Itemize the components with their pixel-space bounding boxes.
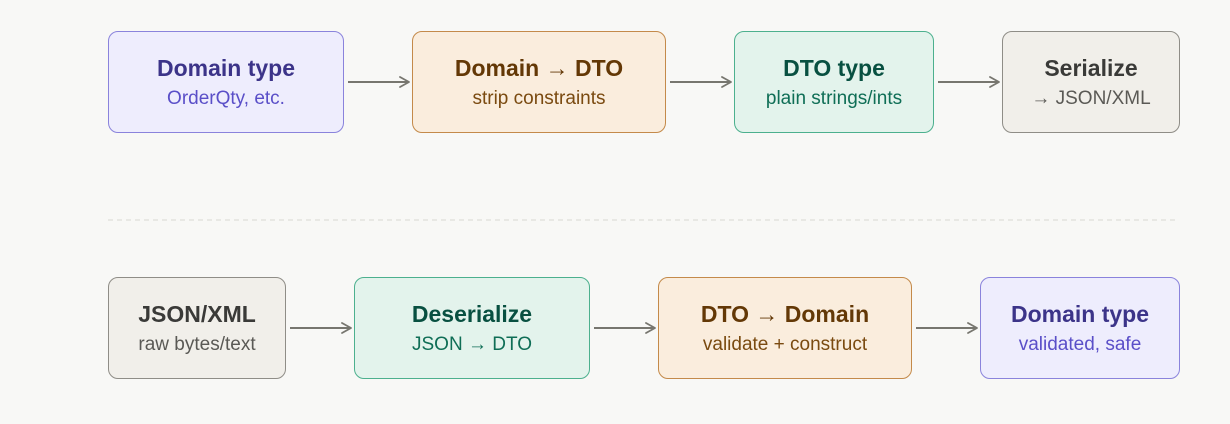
node-title: DTO → Domain (700, 300, 870, 327)
node-title: Serialize (1044, 54, 1138, 81)
node-subtitle: raw bytes/text (138, 333, 256, 355)
node-title: Domain type (156, 54, 296, 81)
node-json-xml: JSON/XML raw bytes/text (108, 277, 286, 379)
node-subtitle: → JSON/XML (1031, 87, 1151, 109)
node-deserialize: Deserialize JSON → DTO (354, 277, 590, 379)
node-dto-to-domain: DTO → Domain validate + construct (658, 277, 912, 379)
node-title: DTO type (783, 54, 885, 81)
node-subtitle: strip constraints (472, 87, 606, 109)
node-subtitle: plain strings/ints (765, 87, 903, 109)
node-title: Domain type (1010, 300, 1150, 327)
node-title: Deserialize (411, 300, 533, 327)
node-domain-type-source: Domain type OrderQty, etc. (108, 31, 344, 133)
node-serialize: Serialize → JSON/XML (1002, 31, 1180, 133)
node-subtitle: OrderQty, etc. (167, 87, 285, 109)
node-domain-type-result: Domain type validated, safe (980, 277, 1180, 379)
node-title: JSON/XML (138, 300, 256, 327)
node-subtitle: JSON → DTO (412, 333, 532, 355)
node-dto-type: DTO type plain strings/ints (734, 31, 934, 133)
node-subtitle: validate + construct (702, 333, 868, 355)
node-domain-to-dto: Domain → DTO strip constraints (412, 31, 666, 133)
node-title: Domain → DTO (454, 54, 624, 81)
node-subtitle: validated, safe (1018, 333, 1142, 355)
